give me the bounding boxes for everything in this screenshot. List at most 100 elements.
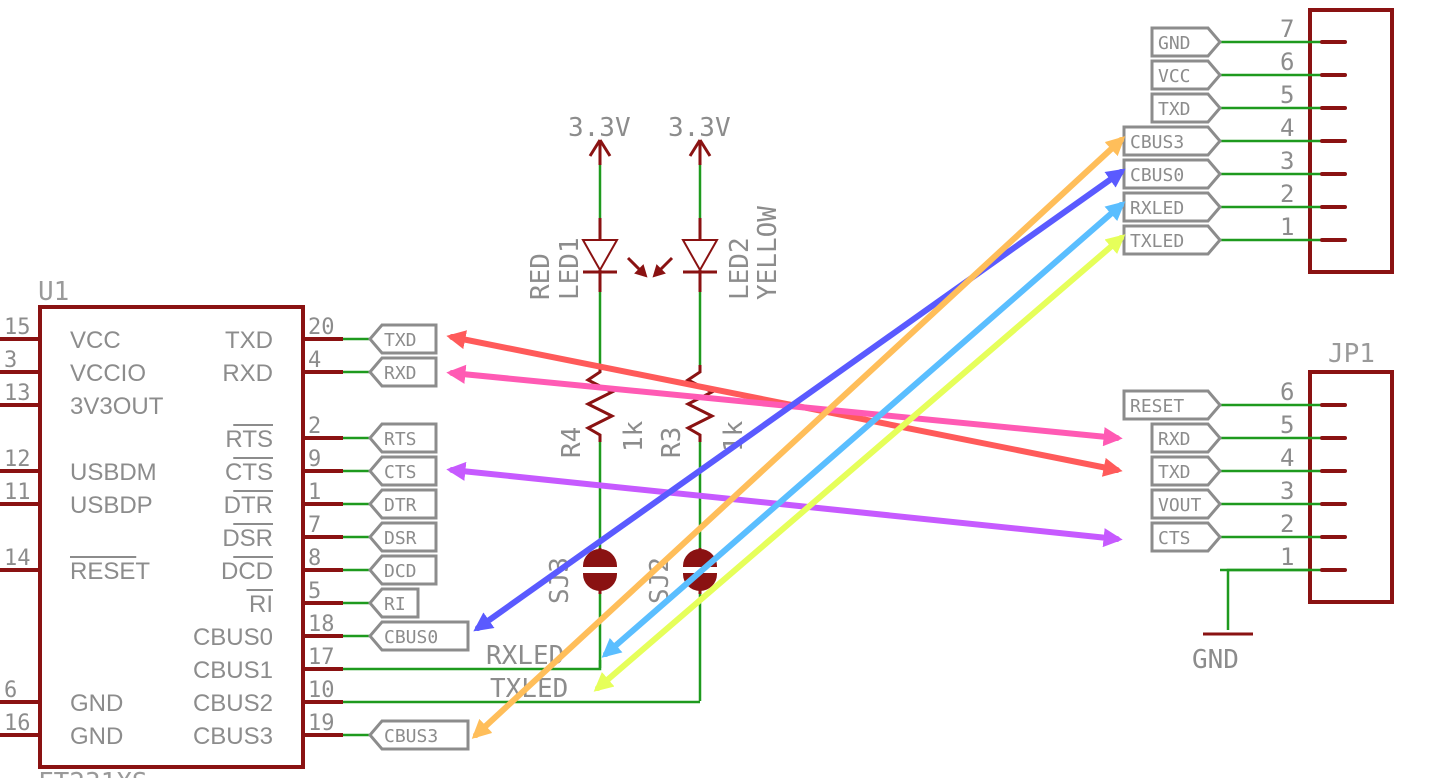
u1-right-pin-label: RTS: [225, 426, 273, 453]
jp1-body: [1308, 370, 1394, 604]
net-flag-label: CBUS3: [1130, 132, 1184, 153]
led1-light-icon: [626, 256, 648, 278]
u1-right-pin-label: RXD: [222, 360, 273, 387]
supply-3v3-right-label: 3.3V: [668, 113, 731, 143]
sj3-solder-jumper: [582, 548, 618, 594]
u1-right-pin-number: 7: [308, 513, 321, 538]
r3-name: R3: [657, 427, 687, 458]
net-flag-label: DSR: [384, 528, 417, 549]
led2-symbol: [681, 239, 719, 273]
led-section: 3.3V RED LED1 R4 1k SJ3 3.3V: [486, 113, 783, 704]
u1-right-pin-number: 5: [308, 579, 321, 604]
u1-left-pin-label: USBDM: [70, 459, 157, 486]
net-flag-label: TXLED: [1130, 231, 1184, 252]
u1-right-pin-label: RI: [249, 591, 273, 618]
led1-symbol: [581, 239, 619, 273]
net-flag-label: RXLED: [1130, 198, 1184, 219]
u1-left-pin-number: 6: [4, 678, 17, 703]
u1-left-pin-label: 3V3OUT: [70, 393, 164, 420]
u1-left-pin-label: USBDP: [70, 492, 153, 519]
net-flag-label: RXD: [384, 363, 417, 384]
u1-left-pin-number: 13: [4, 381, 31, 406]
u1-left-pin-label: RESET: [70, 558, 150, 585]
header-pin-number: 3: [1280, 477, 1294, 505]
u1-right-pin-label: CBUS2: [193, 690, 273, 717]
jp1-gnd-wire: [1226, 568, 1310, 630]
u1-left-pin-label: VCC: [70, 327, 121, 354]
net-flag-label: GND: [1158, 33, 1191, 54]
header-pin-number: 2: [1280, 510, 1294, 538]
led2-color: YELLOW: [753, 206, 783, 300]
net-flag: [368, 620, 470, 652]
jp1-name: JP1: [1328, 339, 1375, 369]
net-flag: [368, 587, 420, 619]
net-flag: [368, 488, 438, 520]
header-pin-number: 6: [1280, 378, 1294, 406]
net-flag: [368, 356, 438, 388]
net-flag: [368, 521, 438, 553]
net-flag: [1150, 521, 1222, 553]
u1-right-pin-number: 9: [308, 447, 321, 472]
u1-right-pin-number: 20: [308, 315, 335, 340]
u1-right-pin-label: CTS: [225, 459, 273, 486]
net-flag: [368, 323, 438, 355]
net-flag: [368, 554, 438, 586]
u1-right-pin-number: 10: [308, 678, 335, 703]
led1-name: LED1: [555, 237, 585, 300]
r4-symbol: [584, 365, 616, 442]
supply-3v3-left-label: 3.3V: [568, 113, 631, 143]
net-flag-label: CBUS0: [1130, 165, 1184, 186]
u1-left-pin-number: 16: [4, 711, 31, 736]
u1-right-pin-label: DSR: [222, 525, 273, 552]
u1-right-pin-label: TXD: [225, 327, 273, 354]
header-pin-number: 4: [1280, 444, 1294, 472]
header-pin-number: 3: [1280, 147, 1294, 175]
u1-left-pin-number: 12: [4, 447, 31, 472]
net-flag: [1150, 92, 1222, 124]
header-pin-number: 5: [1280, 81, 1294, 109]
net-flag-label: DCD: [384, 561, 417, 582]
header-pin-number: 1: [1280, 543, 1294, 571]
u1-left-pin-label: GND: [70, 690, 123, 717]
u1-right-pin-number: 8: [308, 546, 321, 571]
net-flag: [368, 719, 470, 751]
u1-right-pin-number: 2: [308, 414, 321, 439]
net-flag: [368, 455, 438, 487]
led1-color: RED: [526, 253, 556, 300]
u1-right-pin-label: DCD: [221, 558, 273, 585]
net-flag: [1150, 422, 1222, 454]
u1-right-pin-label: CBUS0: [193, 624, 273, 651]
ic-u1-part: FT231XS: [38, 768, 148, 778]
u1-right-pin-number: 19: [308, 711, 335, 736]
u1-left-pin-label: VCCIO: [70, 360, 146, 387]
net-flag-label: TXD: [1158, 99, 1191, 120]
header-pin-number: 2: [1280, 180, 1294, 208]
r4-name: R4: [557, 427, 587, 458]
header-pin-number: 5: [1280, 411, 1294, 439]
led2-name: LED2: [725, 237, 755, 300]
ic-u1-name: U1: [38, 277, 69, 307]
r3-symbol: [684, 365, 716, 442]
net-flag-label: RI: [384, 594, 406, 615]
header-pin-number: 6: [1280, 48, 1294, 76]
u1-right-pin-number: 4: [308, 348, 321, 373]
net-flag: [1150, 59, 1222, 91]
net-flag: [1150, 26, 1222, 58]
net-flag-label: CTS: [1158, 528, 1191, 549]
net-flag-label: RXD: [1158, 429, 1191, 450]
header-pin-number: 7: [1280, 15, 1294, 43]
u1-left-pin-number: 14: [4, 546, 31, 571]
ic-u1-right-pins: 20TXD4RXD2RTS9CTS1DTR7DSR8DCD5RI18CBUS01…: [193, 315, 343, 750]
header-pin-number: 4: [1280, 114, 1294, 142]
led2-light-icon: [652, 256, 674, 278]
ic-u1: U1 FT231XS 15VCC3VCCIO133V3OUT12USBDM11U…: [0, 277, 343, 778]
r4-value: 1k: [619, 420, 649, 452]
u1-right-pin-number: 18: [308, 612, 335, 637]
net-flag-label: CTS: [384, 462, 417, 483]
connection-arrows: [446, 136, 1126, 739]
u1-right-pin-label: DTR: [224, 492, 273, 519]
